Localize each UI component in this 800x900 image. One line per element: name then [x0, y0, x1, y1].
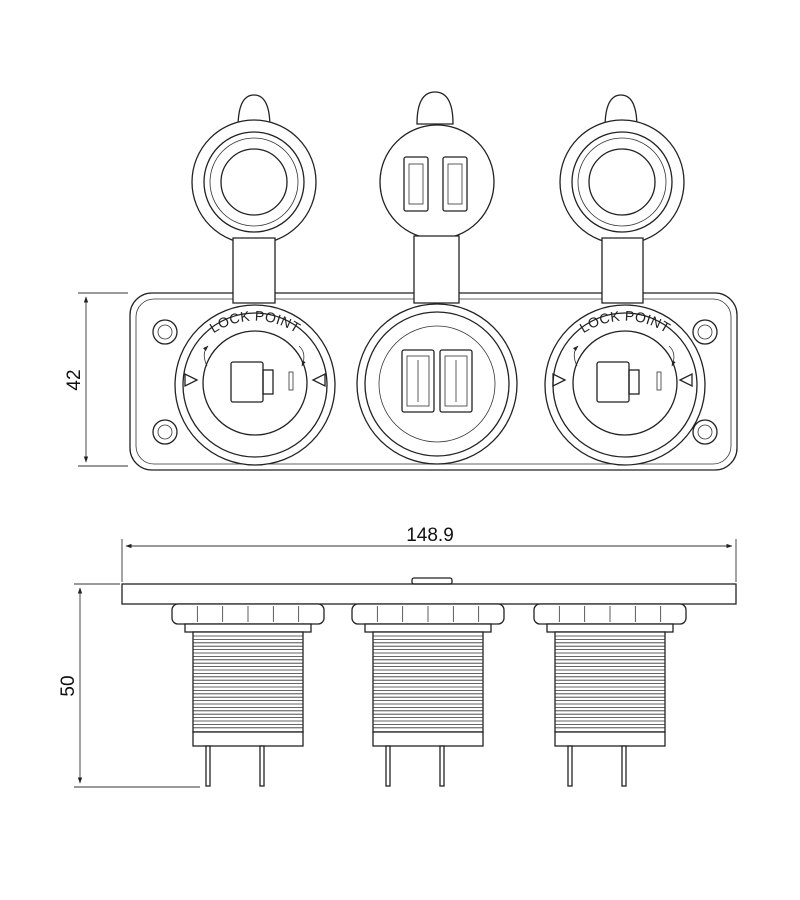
side-panel [121, 577, 737, 605]
socket-bodies [171, 603, 687, 787]
socket-face-right: LOCK POINT [544, 304, 706, 466]
usb-port-left [401, 349, 435, 413]
mounting-hole-top-left [152, 319, 178, 345]
dimension-label-50: 50 [58, 675, 79, 696]
usb-port-right [439, 349, 473, 413]
socket-middle [356, 91, 518, 465]
dimension-height-front: 42 [64, 292, 128, 467]
socket-body-middle [351, 603, 505, 787]
socket-cap-right [559, 94, 685, 304]
socket-left: LOCK POINT [174, 94, 336, 466]
socket-face-middle [356, 303, 518, 465]
dimension-label-42: 42 [64, 369, 85, 390]
socket-body-left [171, 603, 325, 787]
front-view: LOCK POINT [64, 91, 738, 471]
dimension-height-side: 50 [58, 583, 200, 788]
socket-cap-middle [379, 91, 495, 304]
socket-cap-left [191, 94, 317, 304]
socket-right: LOCK POINT [544, 94, 706, 466]
side-view: 148.9 50 [58, 525, 737, 788]
dimension-width-side: 148.9 [121, 525, 737, 582]
mounting-hole-bottom-right [692, 419, 718, 445]
dimension-label-148-9: 148.9 [406, 525, 454, 546]
socket-body-right [533, 603, 687, 787]
mounting-hole-bottom-left [152, 419, 178, 445]
socket-face-left: LOCK POINT [174, 304, 336, 466]
mounting-hole-top-right [692, 319, 718, 345]
